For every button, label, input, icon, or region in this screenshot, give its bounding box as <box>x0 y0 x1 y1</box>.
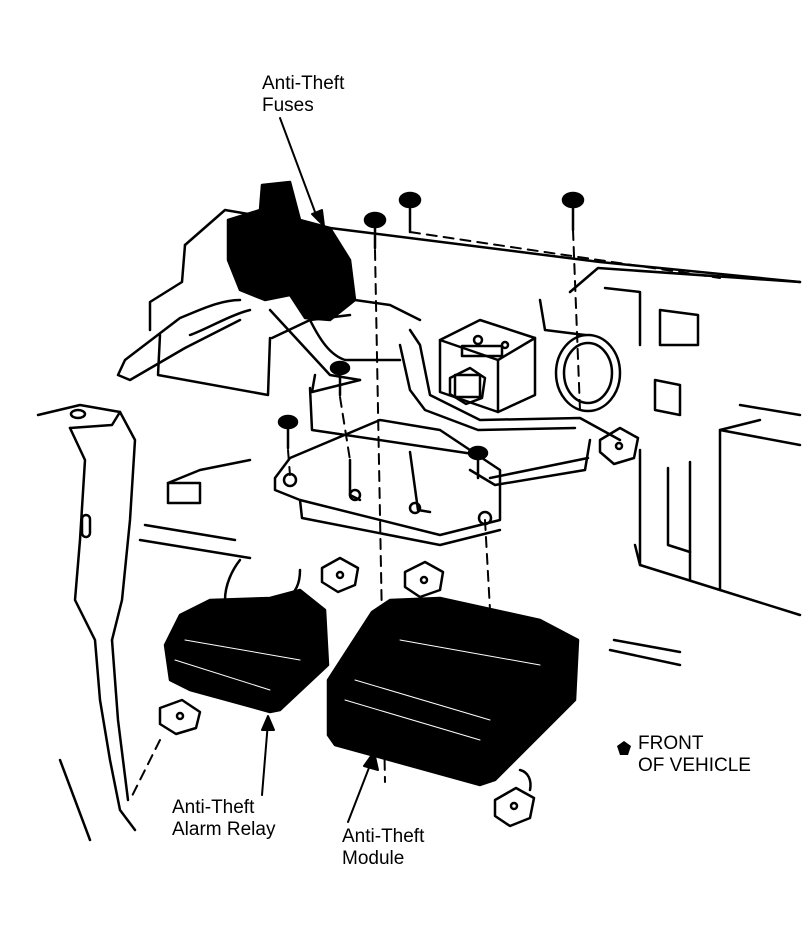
pentagon-arrow-icon <box>617 741 631 755</box>
screw-2 <box>398 191 422 234</box>
screws <box>277 191 585 480</box>
mounting-bracket <box>273 418 502 547</box>
screw-5 <box>277 414 299 450</box>
anti-theft-alarm-relay-label: Anti-Theft Alarm Relay <box>172 797 275 841</box>
anti-theft-alarm-relay <box>163 588 330 714</box>
upper-relay-block <box>438 318 537 414</box>
connector-6 <box>448 366 487 406</box>
front-of-vehicle-line2: OF VEHICLE <box>638 755 751 776</box>
screw-6 <box>467 445 489 480</box>
connector-3 <box>158 698 202 736</box>
anti-theft-module-label: Anti-Theft Module <box>342 826 424 870</box>
screw-3 <box>561 191 585 232</box>
lower-brace <box>138 458 682 667</box>
left-bracket <box>36 403 137 842</box>
connector-5 <box>598 426 640 466</box>
screw-1 <box>363 211 387 250</box>
anti-theft-alarm-relay-line1: Anti-Theft <box>172 797 255 818</box>
upper-harness <box>398 328 622 487</box>
anti-theft-alarm-relay-line2: Alarm Relay <box>172 819 276 840</box>
anti-theft-module-line1: Anti-Theft <box>342 826 425 847</box>
anti-theft-module <box>326 596 580 787</box>
anti-theft-fuses-line1: Anti-Theft <box>262 73 345 94</box>
connectors <box>158 366 640 828</box>
anti-theft-module-line2: Module <box>342 848 405 869</box>
connector-1 <box>320 556 360 594</box>
gauge-opening <box>554 333 622 413</box>
screw-4 <box>329 360 351 397</box>
anti-theft-fuses-label: Anti-Theft Fuses <box>262 73 344 117</box>
dash-panel <box>148 208 802 617</box>
connector-2 <box>403 560 445 599</box>
front-of-vehicle-label: FRONT OF VEHICLE <box>638 733 751 777</box>
anti-theft-fuse-harness <box>116 180 422 382</box>
front-of-vehicle-line1: FRONT <box>638 733 704 754</box>
anti-theft-fuses-line2: Fuses <box>262 95 314 116</box>
connector-4 <box>493 786 536 828</box>
leader-lines <box>261 117 379 823</box>
